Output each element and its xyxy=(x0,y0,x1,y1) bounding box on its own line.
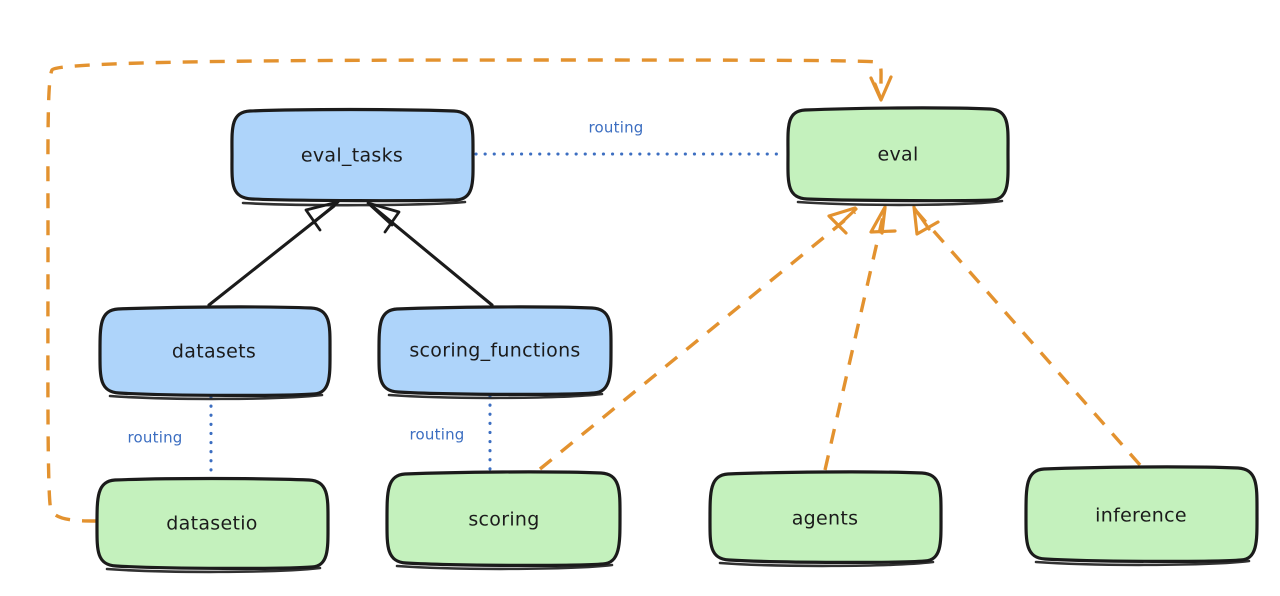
edge-scoring-eval xyxy=(538,206,858,471)
node-scoring_functions[interactable]: scoring_functions xyxy=(377,305,613,400)
edge-scoring_functions-scoring-routing: routing xyxy=(410,394,492,474)
node-label-datasetio: datasetio xyxy=(166,513,257,535)
node-label-agents: agents xyxy=(792,508,859,530)
edge-datasets-eval_tasks xyxy=(207,200,340,307)
node-inference[interactable]: inference xyxy=(1024,465,1259,567)
edge-eval_tasks-eval-routing: routing xyxy=(474,119,787,156)
edge-datasetio-eval xyxy=(46,58,893,523)
node-datasets[interactable]: datasets xyxy=(98,305,332,401)
node-label-inference: inference xyxy=(1095,505,1187,527)
node-datasetio[interactable]: datasetio xyxy=(95,476,330,574)
edge-agents-eval xyxy=(823,205,897,471)
edge-inference-eval xyxy=(912,205,1142,467)
node-eval_tasks[interactable]: eval_tasks xyxy=(230,107,475,207)
edge-label-routing-datasets: routing xyxy=(128,429,183,447)
edge-scoring_functions-eval_tasks xyxy=(366,201,494,307)
node-label-eval_tasks: eval_tasks xyxy=(301,145,403,167)
node-agents[interactable]: agents xyxy=(708,470,943,568)
edge-label-routing-top: routing xyxy=(589,119,644,137)
edge-label-routing-scoring-functions: routing xyxy=(410,426,465,444)
node-eval[interactable]: eval xyxy=(786,106,1010,207)
node-label-scoring_functions: scoring_functions xyxy=(409,340,580,362)
edge-datasets-datasetio-routing: routing xyxy=(128,395,213,479)
node-label-eval: eval xyxy=(877,144,918,166)
node-label-datasets: datasets xyxy=(172,341,256,363)
node-scoring[interactable]: scoring xyxy=(385,470,622,571)
node-label-scoring: scoring xyxy=(468,509,539,531)
